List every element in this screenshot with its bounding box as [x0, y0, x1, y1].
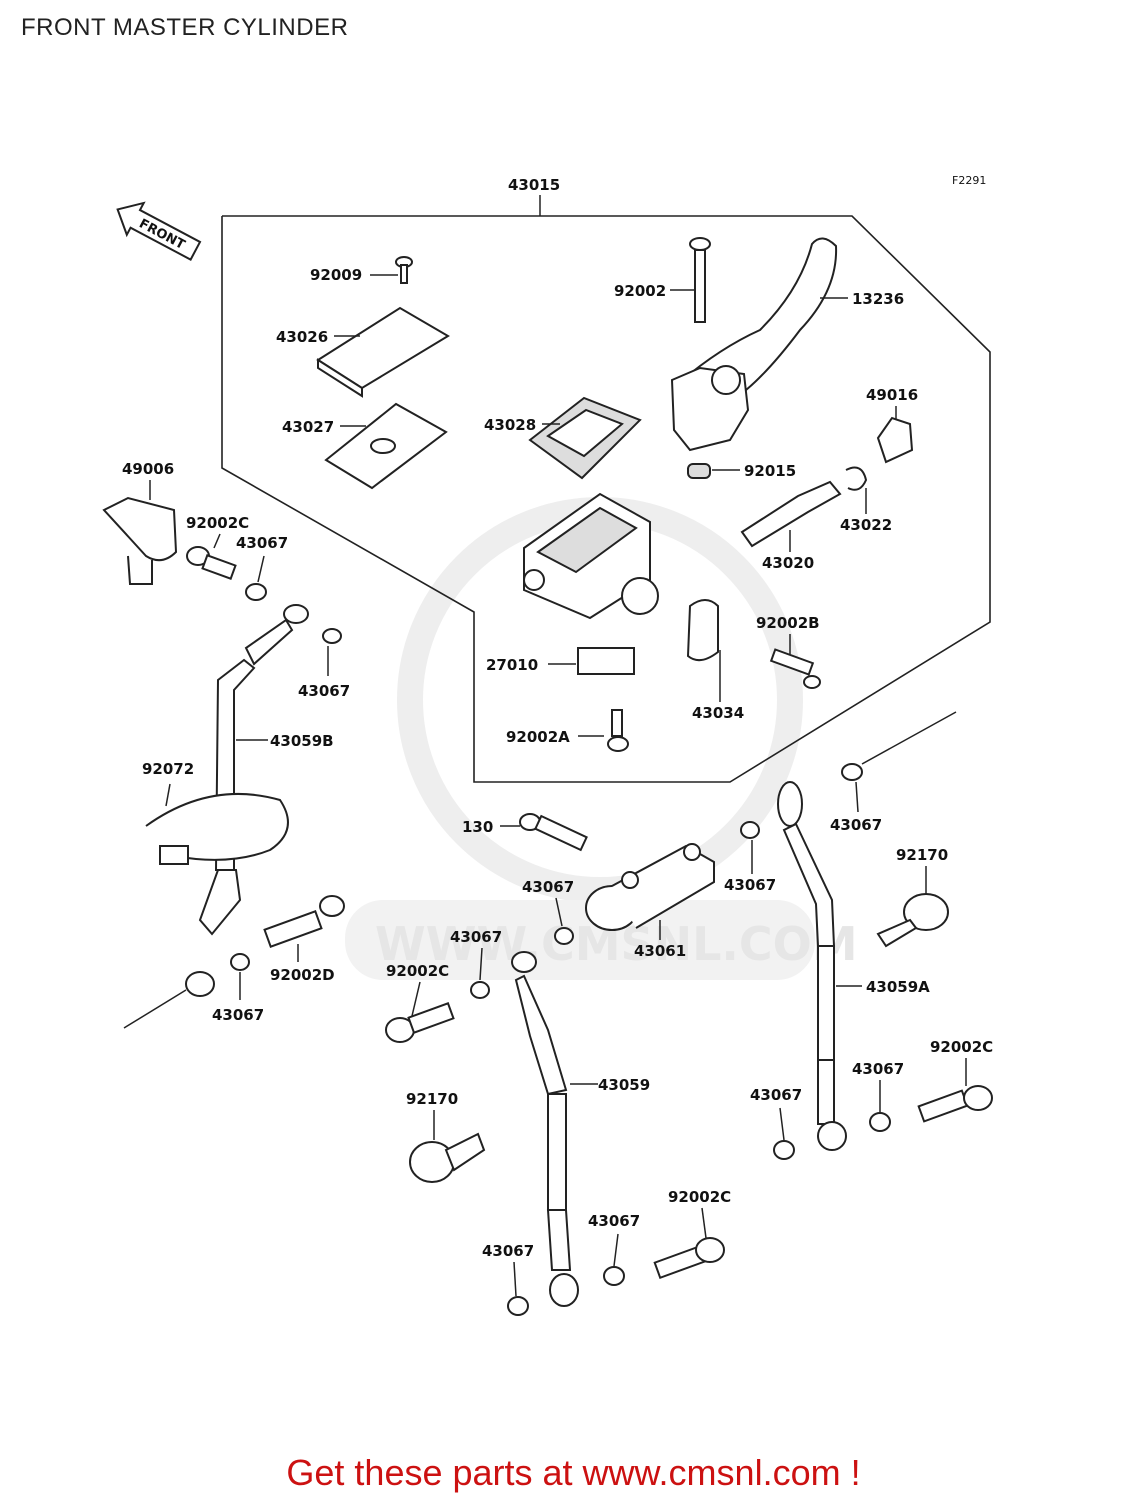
washer-43067-f [740, 821, 760, 874]
footer-shop-link[interactable]: Get these parts at www.cmsnl.com ! [286, 1452, 861, 1493]
label-43026: 43026 [276, 328, 328, 346]
label-92072: 92072 [142, 760, 194, 778]
label-43067-l: 43067 [588, 1212, 640, 1230]
banjo-bolt-92002c-mid [385, 981, 455, 1043]
clamp-92170-right [876, 866, 949, 948]
cap-49006 [102, 480, 178, 585]
master-cylinder-body [523, 492, 659, 620]
joint-43061 [585, 843, 715, 940]
washer-43067-h [470, 947, 490, 999]
label-43027: 43027 [282, 418, 334, 436]
label-92002a: 92002A [506, 728, 570, 746]
screw-92009 [370, 256, 413, 284]
circlip-43022 [845, 466, 868, 514]
screw-92002a [578, 709, 629, 752]
label-27010: 27010 [486, 656, 538, 674]
brake-lever-13236 [670, 237, 848, 452]
label-49016: 49016 [866, 386, 918, 404]
label-92009: 92009 [310, 266, 362, 284]
banjo-bolt-130 [500, 813, 588, 852]
label-43067-j: 43067 [852, 1060, 904, 1078]
diaphragm-plate-43027 [324, 402, 448, 490]
assembly-frame [221, 215, 991, 783]
label-43034: 43034 [692, 704, 744, 722]
label-92170-left: 92170 [406, 1090, 458, 1108]
label-92002c-mid: 92002C [386, 962, 449, 980]
switch-27010 [548, 647, 635, 675]
label-13236: 13236 [852, 290, 904, 308]
label-43067-e: 43067 [522, 878, 574, 896]
parts-diagram: WWW.CMSNL.COM F2291 FRONT [102, 174, 993, 1316]
label-43015: 43015 [508, 176, 560, 194]
bolt-92002d [263, 895, 345, 962]
label-92015: 92015 [744, 462, 796, 480]
washer-43067-j [869, 1080, 891, 1132]
banjo-bolt-92002c-bottom [653, 1207, 725, 1280]
brake-hose-43059 [511, 951, 598, 1307]
label-92002b: 92002B [756, 614, 820, 632]
label-43067-g: 43067 [212, 1006, 264, 1024]
label-92170-right: 92170 [896, 846, 948, 864]
piston-set-43020 [740, 480, 842, 552]
label-43067-d: 43067 [450, 928, 502, 946]
label-43067-b: 43067 [298, 682, 350, 700]
label-92002d: 92002D [270, 966, 335, 984]
label-43061: 43061 [634, 942, 686, 960]
boot-49016 [876, 406, 914, 464]
label-43067-a: 43067 [236, 534, 288, 552]
label-43022: 43022 [840, 516, 892, 534]
label-43020: 43020 [762, 554, 814, 572]
diaphragm-43028 [528, 396, 642, 480]
label-130: 130 [462, 818, 493, 836]
clamp-92170-left [409, 1110, 486, 1183]
brake-hose-43059a [777, 781, 862, 1151]
label-92002: 92002 [614, 282, 666, 300]
label-43059b: 43059B [270, 732, 334, 750]
washer-43067-a [245, 555, 267, 601]
washer-43067-k [507, 1261, 529, 1316]
label-92002c-top: 92002C [186, 514, 249, 532]
label-43067-i: 43067 [750, 1086, 802, 1104]
washer-43067-g [230, 953, 250, 1000]
banjo-bolt-92002c-right [917, 1058, 993, 1123]
washer-43067-b [322, 628, 342, 676]
label-43067-k: 43067 [482, 1242, 534, 1260]
washer-43067-l [603, 1233, 625, 1286]
front-arrow-icon: FRONT [116, 201, 202, 261]
label-43059: 43059 [598, 1076, 650, 1094]
washer-43067-i [773, 1107, 795, 1160]
washer-43067-c [841, 711, 957, 813]
clamp-92072 [145, 783, 289, 865]
ref-code: F2291 [952, 174, 986, 187]
pivot-bolt-92002 [670, 237, 711, 323]
label-92002c-bottom: 92002C [668, 1188, 731, 1206]
washer-43067-e [554, 897, 574, 945]
label-43059a: 43059A [866, 978, 930, 996]
label-43067-f: 43067 [724, 876, 776, 894]
grommet-92015 [687, 463, 740, 479]
page-title: FRONT MASTER CYLINDER [21, 14, 349, 41]
label-92002c-right: 92002C [930, 1038, 993, 1056]
banjo-bolt-92002c-top [186, 533, 237, 580]
reservoir-cap-43026 [316, 306, 450, 398]
switch-holder-43034 [686, 599, 721, 702]
label-43028: 43028 [484, 416, 536, 434]
label-43067-c: 43067 [830, 816, 882, 834]
label-49006: 49006 [122, 460, 174, 478]
screw-92002b [769, 634, 821, 689]
